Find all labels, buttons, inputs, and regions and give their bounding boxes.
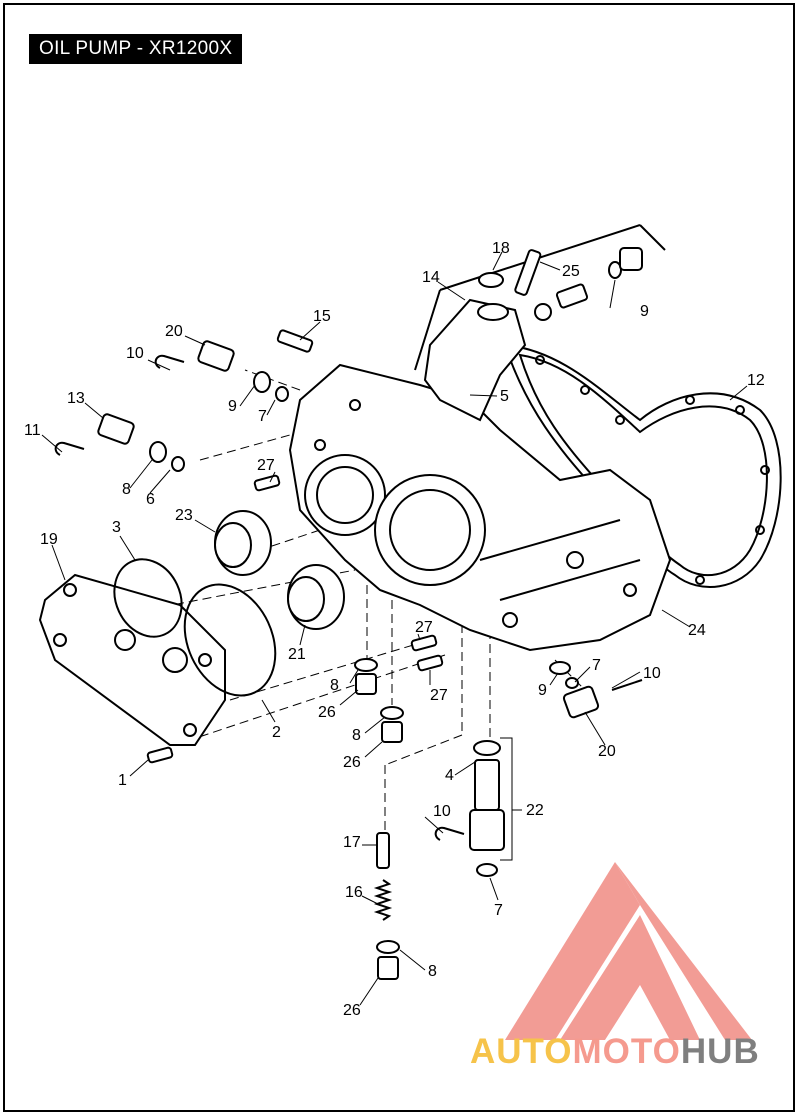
callout-7: 7: [592, 657, 601, 674]
callout-20: 20: [598, 743, 616, 760]
callout-6: 6: [146, 491, 155, 508]
callout-4: 4: [445, 767, 454, 784]
watermark-logo: [505, 862, 752, 1040]
callout-15: 15: [313, 308, 331, 325]
watermark-part-2: MOTO: [572, 1032, 681, 1071]
callout-18: 18: [492, 240, 510, 257]
callout-17: 17: [343, 834, 361, 851]
callout-8: 8: [428, 963, 437, 980]
callout-8: 8: [330, 677, 339, 694]
callout-5: 5: [500, 388, 509, 405]
watermark-part-1: AUTO: [470, 1032, 573, 1071]
callout-3: 3: [112, 519, 121, 536]
watermark-part-3: HUB: [680, 1032, 760, 1071]
leader-lines: [41, 251, 748, 1006]
callout-22: 22: [526, 802, 544, 819]
callout-26: 26: [318, 704, 336, 721]
gerotors: [214, 510, 345, 630]
small-parts: [54, 247, 643, 980]
diagram-title: OIL PUMP - XR1200X: [29, 34, 243, 64]
callout-2: 2: [272, 724, 281, 741]
callout-12: 12: [747, 372, 765, 389]
callout-19: 19: [40, 531, 58, 548]
o-rings: [113, 558, 277, 697]
callout-21: 21: [288, 646, 306, 663]
callout-1: 1: [118, 772, 127, 789]
diagram-frame: [3, 3, 795, 1112]
callout-27: 27: [415, 619, 433, 636]
callout-27: 27: [430, 687, 448, 704]
callout-10: 10: [126, 345, 144, 362]
watermark-text: AUTOMOTOHUB: [470, 1032, 760, 1072]
callout-7: 7: [494, 902, 503, 919]
callout-10: 10: [433, 803, 451, 820]
callout-9: 9: [640, 303, 649, 320]
callout-9: 9: [538, 682, 547, 699]
callout-16: 16: [345, 884, 363, 901]
callout-13: 13: [67, 390, 85, 407]
callout-26: 26: [343, 754, 361, 771]
callout-7: 7: [258, 408, 267, 425]
callout-10: 10: [643, 665, 661, 682]
callout-26: 26: [343, 1002, 361, 1019]
callout-20: 20: [165, 323, 183, 340]
pump-body: [288, 363, 672, 652]
callout-25: 25: [562, 263, 580, 280]
callout-14: 14: [422, 269, 440, 286]
callout-8: 8: [122, 481, 131, 498]
callout-11: 11: [24, 422, 41, 439]
callout-27: 27: [257, 457, 275, 474]
callout-24: 24: [688, 622, 706, 639]
callout-23: 23: [175, 507, 193, 524]
callout-9: 9: [228, 398, 237, 415]
callout-8: 8: [352, 727, 361, 744]
callout-labels: 1 2 3 4 5 6 7 7 7 8 8 8 8 9 9 9 10 10 10…: [24, 240, 765, 1019]
